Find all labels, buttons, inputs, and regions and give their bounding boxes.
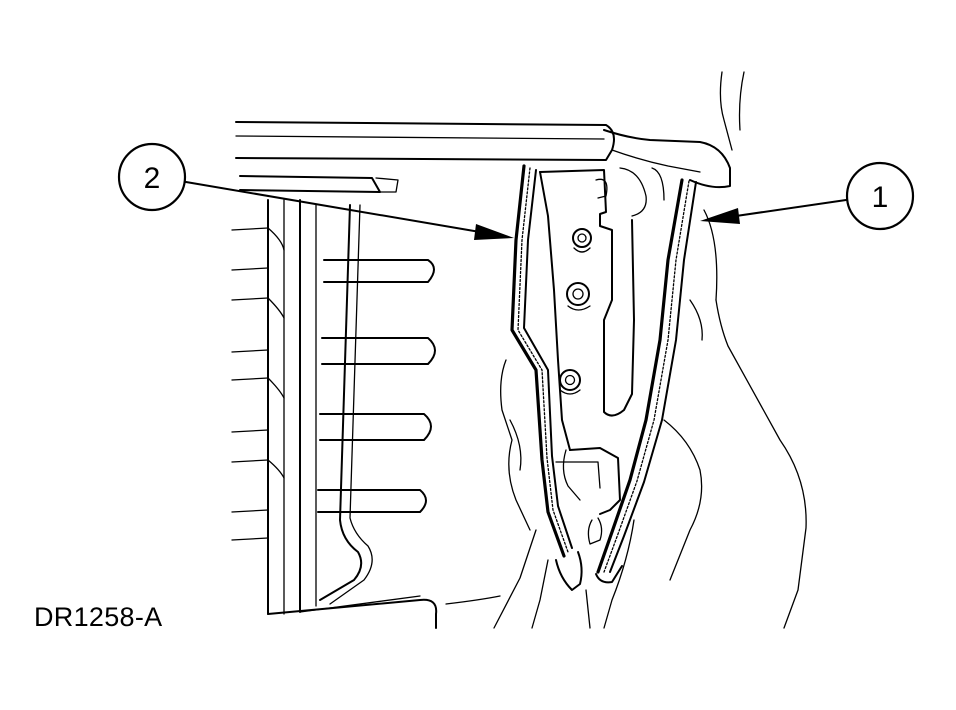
- hinge-bracket-plate: [539, 167, 665, 515]
- callout-2-number: 2: [144, 162, 161, 195]
- upper-frame-rail: [235, 71, 745, 193]
- callout-1: 1: [845, 161, 915, 231]
- weatherstrip-seal-1: [587, 178, 697, 584]
- bolt-middle: [566, 282, 591, 311]
- bolt-bottom: [559, 369, 581, 395]
- leader-line-2: [185, 181, 514, 240]
- figure-id-label: DR1258-A: [34, 602, 163, 632]
- weatherstrip-seal-2: [510, 164, 583, 591]
- callout-1-number: 1: [872, 181, 889, 214]
- bolt-top: [572, 228, 592, 253]
- door-body-contours: [445, 209, 807, 629]
- left-frame-grille: [231, 199, 438, 629]
- leader-line-1: [700, 199, 847, 224]
- callout-2: 2: [117, 142, 187, 212]
